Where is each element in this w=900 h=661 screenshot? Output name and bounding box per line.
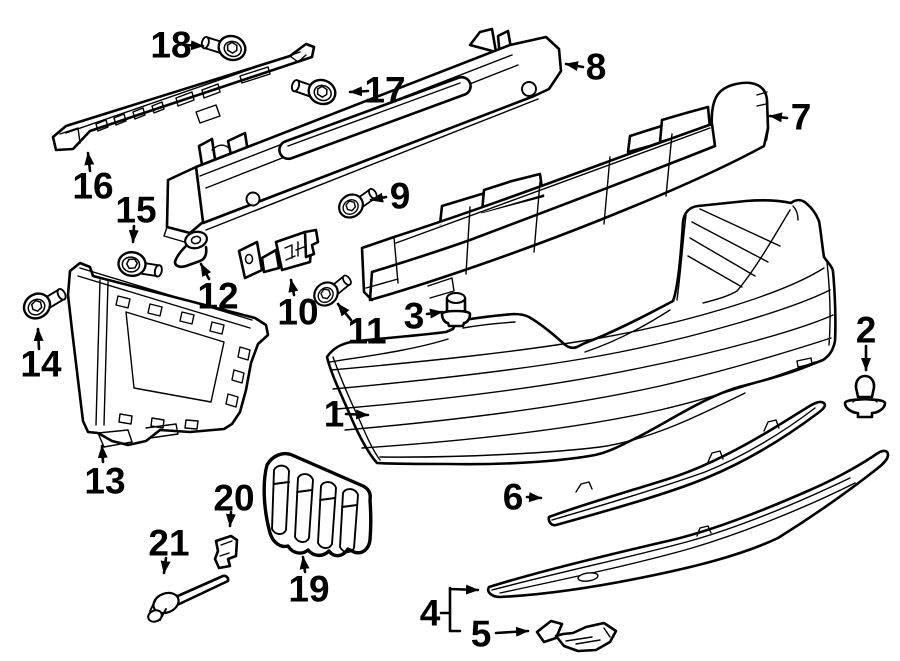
callout-21: 21: [148, 523, 190, 575]
callout-16: 16: [72, 151, 114, 207]
callout-15: 15: [115, 190, 157, 244]
side-support-bracket-part: [66, 261, 270, 448]
callout-13: 13: [84, 444, 126, 502]
plug-part: [440, 292, 472, 328]
screw-17: [288, 72, 341, 110]
rail-bracket-part: [51, 42, 316, 152]
callout-16-label: 16: [72, 166, 113, 207]
clip-part: [213, 534, 239, 570]
callout-14-label: 14: [20, 344, 62, 385]
callout-20: 20: [213, 478, 255, 528]
callout-7-label: 7: [791, 97, 812, 138]
callout-12-label: 12: [197, 276, 238, 317]
callout-1: 1: [324, 394, 370, 435]
callout-10-label: 10: [277, 292, 318, 333]
screw-14: [15, 280, 73, 327]
callout-17: 17: [348, 70, 406, 111]
callout-11: 11: [336, 302, 387, 352]
bumper-cover-part: [325, 198, 837, 466]
callout-7: 7: [768, 97, 812, 138]
callout-8: 8: [564, 47, 607, 88]
callout-19: 19: [288, 555, 330, 610]
callout-5: 5: [471, 614, 530, 655]
callout-14: 14: [20, 327, 62, 385]
callout-12: 12: [197, 262, 239, 317]
callout-18-label: 18: [150, 25, 191, 66]
callout-10: 10: [277, 278, 319, 333]
callout-4: 4: [420, 584, 480, 634]
screw-9: [330, 181, 385, 226]
upper-molding-part: [547, 400, 827, 527]
callout-13-label: 13: [84, 461, 125, 502]
callout-18: 18: [150, 25, 205, 66]
callout-11-label: 11: [347, 311, 386, 352]
callout-9: 9: [369, 176, 411, 217]
callout-5-label: 5: [471, 614, 492, 655]
ribbed-shield-part: [262, 451, 373, 558]
guide-bracket-part: [535, 619, 618, 653]
callout-2: 2: [856, 310, 877, 372]
rivet-part: [147, 574, 230, 623]
callout-1-label: 1: [324, 394, 345, 435]
mounting-bracket-part: [237, 228, 320, 280]
callout-20-label: 20: [213, 478, 254, 519]
callout-4-label: 4: [420, 593, 441, 634]
cone-nut-part: [173, 230, 208, 269]
push-clip-part: [843, 374, 887, 419]
callout-17-label: 17: [364, 70, 405, 111]
impact-bar-part: [163, 27, 563, 244]
callout-3-label: 3: [404, 296, 425, 337]
callout-2-label: 2: [856, 310, 877, 351]
callout-19-label: 19: [288, 569, 329, 610]
callout-21-label: 21: [148, 523, 189, 564]
screw-18: [198, 29, 251, 66]
lower-molding-part: [486, 449, 890, 599]
callout-9-label: 9: [390, 176, 411, 217]
energy-absorber-part: [360, 81, 770, 302]
callout-8-label: 8: [586, 47, 607, 88]
callout-3: 3: [404, 296, 444, 337]
callout-6-label: 6: [503, 477, 524, 518]
callout-6: 6: [503, 477, 543, 518]
callout-15-label: 15: [115, 190, 156, 231]
